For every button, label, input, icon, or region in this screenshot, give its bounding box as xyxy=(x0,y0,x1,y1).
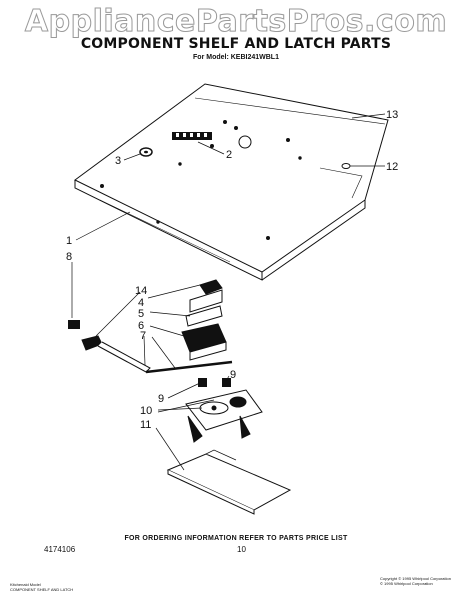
mounting-plate xyxy=(166,449,292,515)
callout-1: 1 xyxy=(66,235,72,247)
callout-9-right: 9 xyxy=(230,369,236,381)
callout-6: 6 xyxy=(138,320,144,332)
ordering-note: FOR ORDERING INFORMATION REFER TO PARTS … xyxy=(124,535,348,542)
copyright-line-1: Copyright © 1995 Whirlpool Corporation xyxy=(380,576,451,581)
callout-9-left: 9 xyxy=(158,393,164,405)
grommet xyxy=(139,147,153,157)
callout-5: 5 xyxy=(138,308,144,320)
latch-switch-box xyxy=(181,323,227,361)
callout-7: 7 xyxy=(140,330,146,342)
callout-13: 13 xyxy=(386,109,398,121)
document-number: 4174106 xyxy=(44,545,76,554)
bumper xyxy=(68,320,80,329)
callout-3: 3 xyxy=(115,155,121,167)
latch-mechanism xyxy=(185,389,263,443)
copyright-line-2: © 1995 Whirlpool Corporation xyxy=(380,581,433,586)
callout-10: 10 xyxy=(140,405,152,417)
plug xyxy=(341,163,351,169)
shield xyxy=(185,305,223,327)
model-footer-line-2: COMPONENT SHELF AND LATCH xyxy=(10,587,74,592)
callout-labels: 13 2 3 12 1 8 14 4 5 6 7 9 9 10 11 xyxy=(66,109,398,431)
latch-rod xyxy=(81,335,233,374)
model-subtitle: For Model: KEBI241WBL1 xyxy=(193,54,279,61)
page-number: 10 xyxy=(237,545,246,554)
leader-lines xyxy=(71,113,386,471)
callout-12: 12 xyxy=(386,161,398,173)
spacers xyxy=(198,378,231,387)
terminal-block xyxy=(172,132,212,140)
latch-bracket xyxy=(189,279,223,313)
site-watermark: AppliancePartsPros.com xyxy=(24,4,448,40)
callout-8: 8 xyxy=(66,251,72,263)
callout-11: 11 xyxy=(140,419,151,431)
callout-2: 2 xyxy=(226,149,232,161)
page-title: COMPONENT SHELF AND LATCH PARTS xyxy=(80,36,392,52)
model-footer-line-1: Kitchenaid Model xyxy=(10,582,41,587)
component-shelf-panel xyxy=(74,83,389,281)
callout-4: 4 xyxy=(138,297,144,309)
callout-14: 14 xyxy=(135,285,147,297)
